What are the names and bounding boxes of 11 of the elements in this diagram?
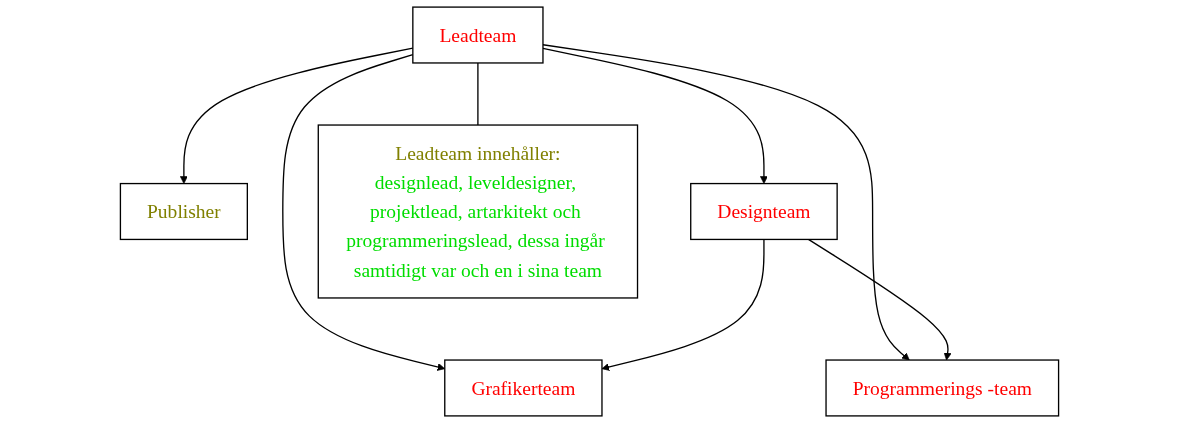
arrow: [807, 238, 952, 361]
node-box: Leadteam: [412, 6, 544, 64]
node-box: Leadteam innehåller: designlead, leveldesigner, projektlead, artarkitekt och programmeringslead, dessa ingår samtidigt var och en i sina team: [317, 124, 639, 299]
node-box: Grafikerteam: [444, 359, 603, 417]
arrow: [542, 47, 768, 184]
connector: [477, 62, 479, 126]
node-box: Designteam: [690, 182, 838, 241]
node-box: Programmerings -team: [825, 359, 1060, 417]
node-box: Publisher: [119, 182, 248, 241]
arrow: [542, 44, 910, 361]
arrow: [601, 238, 765, 371]
